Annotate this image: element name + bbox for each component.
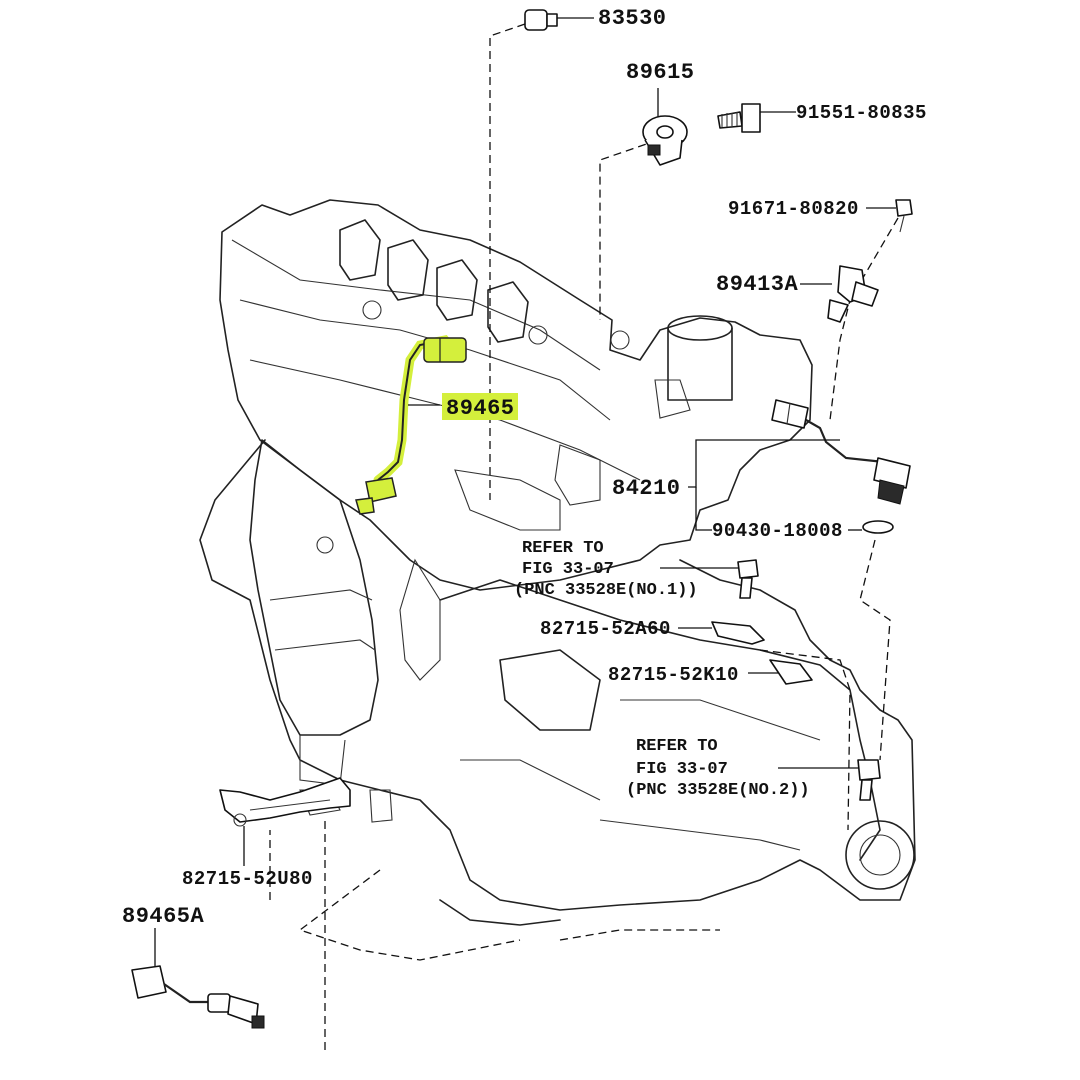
label-89465A: 89465A bbox=[122, 904, 205, 929]
part-89413A-sensor[interactable] bbox=[800, 265, 879, 323]
label-82715-52A60: 82715-52A60 bbox=[540, 618, 671, 640]
highlight-89465 bbox=[442, 393, 518, 420]
part-91671-bolt[interactable] bbox=[866, 199, 913, 233]
reference-bolt-2[interactable] bbox=[778, 759, 881, 801]
ref1-line2: FIG 33-07 bbox=[522, 560, 614, 579]
engine-assembly bbox=[199, 199, 916, 926]
label-89413A: 89413A bbox=[716, 272, 799, 297]
label-91551-80835: 91551-80835 bbox=[796, 102, 927, 124]
part-82715-52A60-bracket[interactable] bbox=[678, 621, 765, 645]
part-89465A-oxygen-sensor[interactable] bbox=[131, 928, 265, 1029]
ref2-line2: FIG 33-07 bbox=[636, 760, 728, 779]
ref2-line3: (PNC 33528E(NO.2)) bbox=[626, 781, 810, 800]
part-84210-harness-switch[interactable] bbox=[688, 399, 911, 534]
part-82715-52K10-bracket[interactable] bbox=[748, 659, 813, 685]
label-91671-80820: 91671-80820 bbox=[728, 198, 859, 220]
label-84210: 84210 bbox=[612, 476, 681, 501]
part-82715-52U80-bracket[interactable] bbox=[219, 777, 351, 866]
label-83530: 83530 bbox=[598, 6, 667, 31]
ref1-line1: REFER TO bbox=[522, 539, 604, 558]
ref1-line3: (PNC 33528E(NO.1)) bbox=[514, 581, 698, 600]
label-82715-52U80: 82715-52U80 bbox=[182, 868, 313, 890]
part-91551-bolt[interactable] bbox=[717, 103, 796, 133]
reference-bolt-1[interactable] bbox=[660, 559, 759, 599]
dashed-guides bbox=[269, 23, 899, 1050]
part-89615-knock-sensor[interactable] bbox=[642, 88, 688, 166]
label-89465: 89465 bbox=[446, 396, 515, 421]
part-83530-sensor[interactable] bbox=[524, 9, 594, 31]
part-89465-oxygen-sensor[interactable] bbox=[355, 335, 467, 515]
label-90430-18008: 90430-18008 bbox=[712, 520, 843, 542]
ref2-line1: REFER TO bbox=[636, 737, 718, 756]
labels: 83530 89615 91551-80835 91671-80820 8941… bbox=[122, 6, 927, 929]
label-89615: 89615 bbox=[626, 60, 695, 85]
label-82715-52K10: 82715-52K10 bbox=[608, 664, 739, 686]
